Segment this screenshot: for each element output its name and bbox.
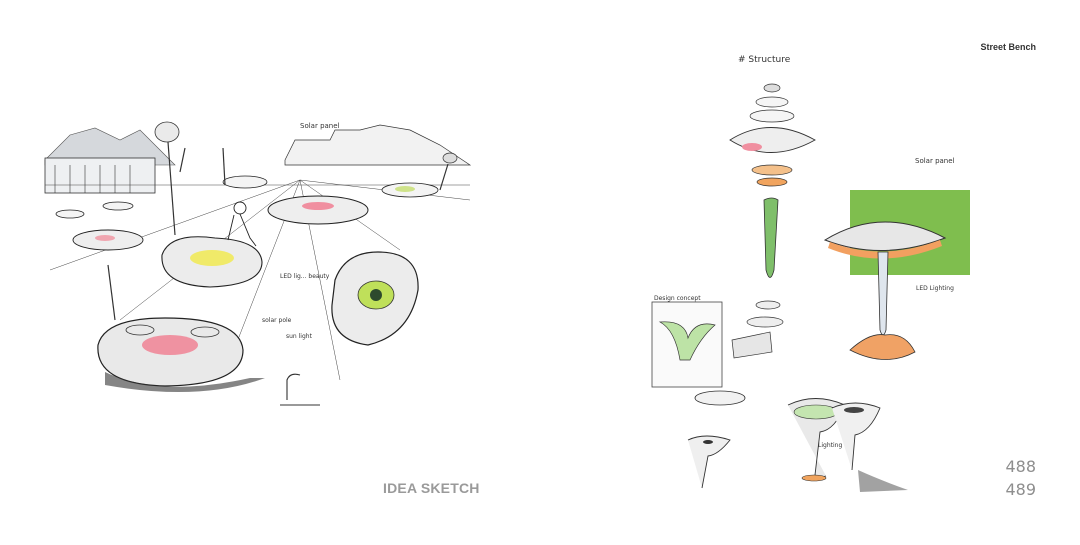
annotation-led-lighting: LED Lighting — [916, 285, 954, 292]
structure-sketch-illustration: # Structure Design concept Solar panel L… — [651, 55, 970, 492]
right-page: Street Bench # Structure Design concept … — [540, 0, 1080, 540]
page-number-left: 488 — [1005, 457, 1036, 476]
annotation-design-concept: Design concept — [654, 295, 701, 302]
annotation-sun-light: sun light — [286, 333, 313, 340]
page-number-right: 489 — [1005, 480, 1036, 499]
idea-sketch-caption: IDEA SKETCH — [383, 480, 480, 496]
city-skyline — [284, 124, 472, 166]
annotation-solar-panel: Solar panel — [300, 122, 340, 130]
section-header: Street Bench — [980, 42, 1036, 52]
annotation-lighting: Lighting — [818, 442, 842, 449]
structure-heading: # Structure — [738, 55, 791, 65]
annotation-solar-pole: solar pole — [262, 317, 292, 324]
idea-sketch-illustration: Solar panel LED lig... beauty solar pole… — [44, 121, 472, 406]
annotation-solar-panel-right: Solar panel — [915, 157, 955, 165]
left-page: Solar panel LED lig... beauty solar pole… — [0, 0, 540, 540]
annotation-led: LED lig... beauty — [280, 273, 330, 280]
